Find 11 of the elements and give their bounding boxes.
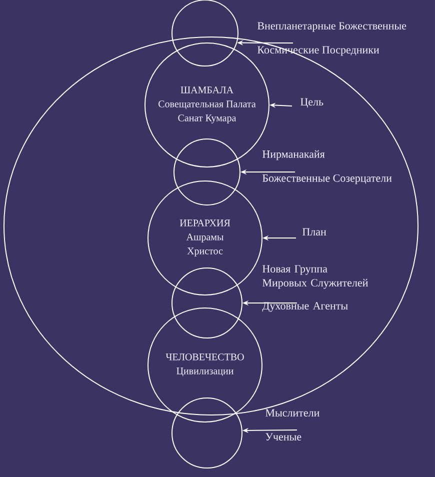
arrow-caption: Цель [300, 98, 324, 108]
circle [174, 138, 240, 206]
circle [172, 268, 242, 338]
ellipse [4, 36, 418, 416]
circle-label: ЧЕЛОВЕЧЕСТВО Цивилизации [148, 308, 262, 422]
arrow-caption: План [302, 228, 326, 236]
circle-label: ИЕРАРХИЯ Ашрамы Христос [148, 180, 262, 296]
arrow-caption: Новая Группа Мировых Служителей Духовные Агенты [262, 265, 368, 312]
arrow-caption: Мыслители Ученые [266, 409, 320, 440]
arrow-caption: Нирманакайя Божественные Созерцатели [262, 150, 392, 184]
circle [172, 398, 242, 468]
